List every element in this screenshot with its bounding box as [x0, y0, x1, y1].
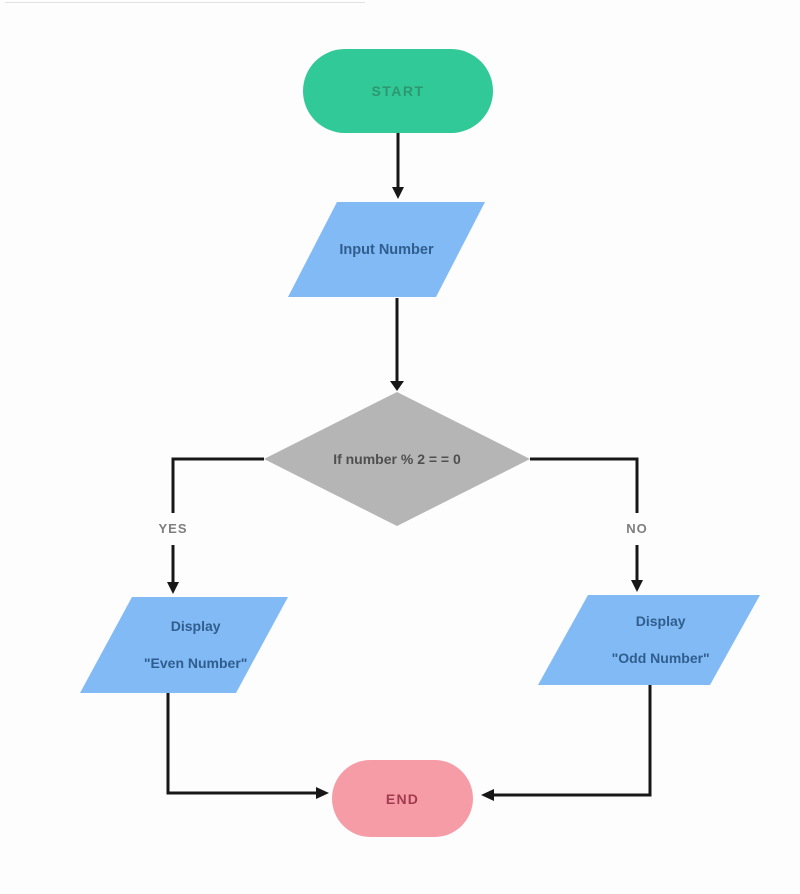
- edge-even-to-end: [166, 693, 317, 795]
- edge-label-yes: YES: [158, 520, 188, 536]
- arrowhead-into-even: [167, 582, 179, 594]
- display-odd-line1: Display: [635, 612, 686, 629]
- end-node: END: [332, 760, 473, 837]
- edge-odd-to-end: [493, 685, 652, 797]
- edge-decision-no-corner: [530, 457, 639, 513]
- screenshot-edge-artifact: [5, 2, 365, 3]
- display-odd-node: Display "Odd Number": [538, 595, 760, 685]
- display-even-node-label: Display "Even Number": [121, 598, 248, 692]
- input-number-node: Input Number: [288, 202, 485, 297]
- decision-node-label: If number % 2 = = 0: [333, 451, 461, 467]
- display-odd-line2: "Odd Number": [611, 650, 710, 667]
- display-even-line1: Display: [170, 617, 221, 634]
- edge-label-no: NO: [626, 520, 648, 536]
- decision-node: If number % 2 = = 0: [264, 392, 530, 526]
- arrowhead-into-odd: [631, 580, 643, 592]
- display-odd-node-label: Display "Odd Number": [588, 593, 709, 687]
- display-even-node: Display "Even Number": [80, 597, 288, 693]
- arrowhead-into-input: [392, 187, 404, 199]
- display-even-line2: "Even Number": [143, 655, 248, 672]
- start-node-label: START: [371, 83, 425, 99]
- start-node: START: [303, 49, 493, 133]
- input-number-node-label: Input Number: [339, 241, 434, 258]
- end-node-label: END: [385, 790, 420, 807]
- arrowhead-even-into-end: [316, 787, 329, 799]
- arrowhead-odd-into-end: [481, 789, 494, 801]
- edge-decision-yes-corner: [171, 457, 264, 513]
- arrowhead-into-decision: [390, 381, 404, 391]
